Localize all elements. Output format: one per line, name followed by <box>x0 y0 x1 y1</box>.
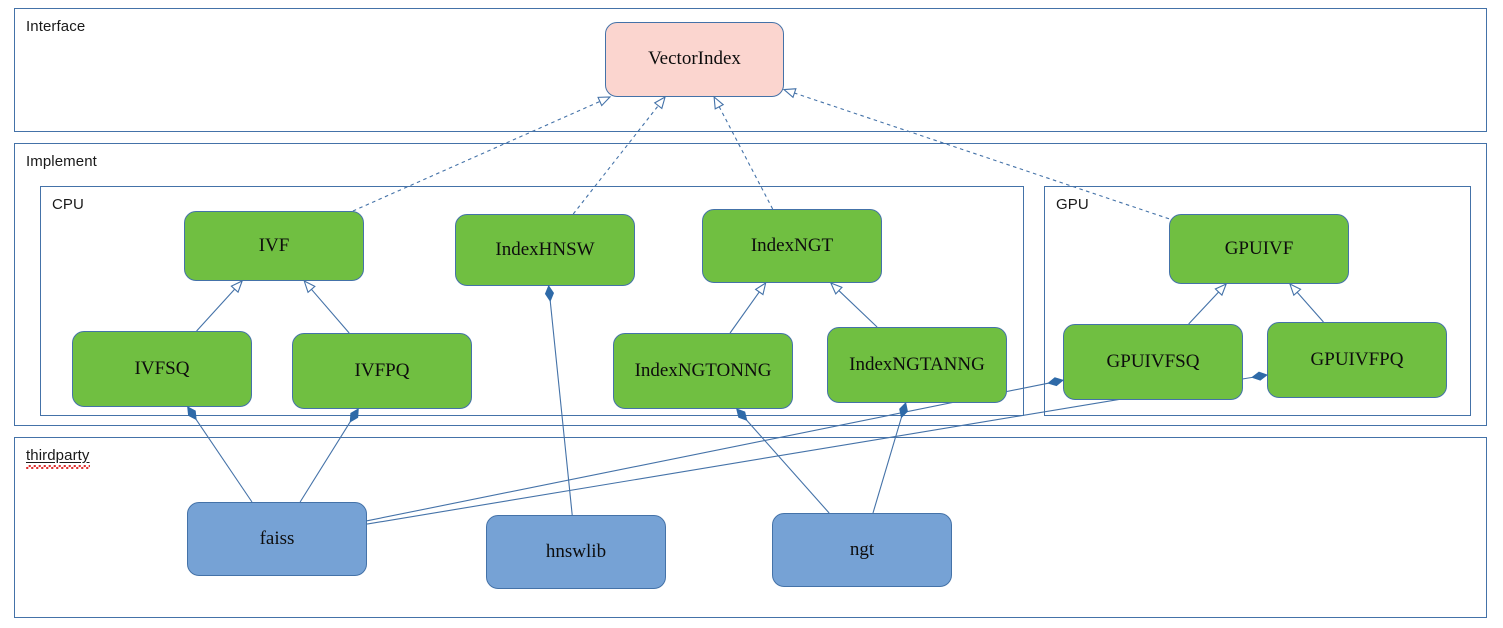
node-hnswlib[interactable]: hnswlib <box>486 515 666 589</box>
node-label: IVFSQ <box>134 357 190 379</box>
node-indexngt[interactable]: IndexNGT <box>702 209 882 283</box>
node-label: faiss <box>259 527 295 549</box>
node-ivfsq[interactable]: IVFSQ <box>72 331 252 407</box>
node-label: IndexHNSW <box>495 238 595 260</box>
group-label-interface: Interface <box>26 18 86 35</box>
group-gpu <box>1044 186 1471 416</box>
node-label: hnswlib <box>545 540 607 562</box>
node-label: GPUIVFSQ <box>1106 350 1200 372</box>
group-label-cpu: CPU <box>52 196 84 213</box>
node-ngt[interactable]: ngt <box>772 513 952 587</box>
node-label: IVFPQ <box>354 359 410 381</box>
node-gpuivfpq[interactable]: GPUIVFPQ <box>1267 322 1447 398</box>
node-label: IndexNGT <box>750 234 834 256</box>
node-label: IVF <box>258 234 290 256</box>
node-indexhnsw[interactable]: IndexHNSW <box>455 214 635 286</box>
node-label: ngt <box>849 538 875 560</box>
node-label: VectorIndex <box>648 48 741 70</box>
node-label: IndexNGTANNG <box>849 353 985 375</box>
node-label: GPUIVF <box>1224 237 1294 259</box>
node-label: IndexNGTONNG <box>634 359 772 381</box>
node-indexngtanng[interactable]: IndexNGTANNG <box>827 327 1007 403</box>
node-label: GPUIVFPQ <box>1310 348 1404 370</box>
node-faiss[interactable]: faiss <box>187 502 367 576</box>
group-label-gpu: GPU <box>1056 196 1089 213</box>
node-indexngtonng[interactable]: IndexNGTONNG <box>613 333 793 409</box>
group-label-implement: Implement <box>26 153 97 170</box>
node-vectorindex[interactable]: VectorIndex <box>605 22 784 97</box>
node-gpuivfsq[interactable]: GPUIVFSQ <box>1063 324 1243 400</box>
group-label-thirdparty: thirdparty <box>26 447 90 469</box>
node-gpuivf[interactable]: GPUIVF <box>1169 214 1349 284</box>
node-ivf[interactable]: IVF <box>184 211 364 281</box>
node-ivfpq[interactable]: IVFPQ <box>292 333 472 409</box>
